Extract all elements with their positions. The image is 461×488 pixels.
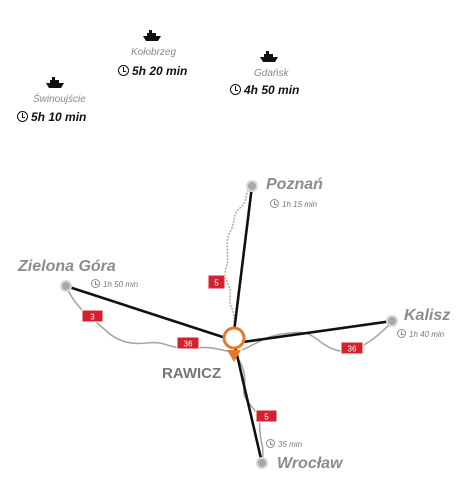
svg-text:5: 5 bbox=[264, 413, 269, 422]
port-name: Świnoujście bbox=[33, 94, 86, 105]
ship-icon bbox=[143, 30, 161, 41]
road-badge-wroclaw-5: 5 bbox=[255, 409, 278, 423]
road-badge-zielona-gora-36: 36 bbox=[176, 336, 200, 350]
travel-time-zielona-gora: 1h 50 min bbox=[91, 279, 138, 289]
clock-icon bbox=[266, 439, 275, 448]
road-poznan bbox=[224, 186, 251, 323]
city-label-zielona-gora: Zielona Góra bbox=[18, 258, 116, 275]
clock-icon bbox=[17, 111, 28, 122]
travel-time-kalisz: 1h 40 min bbox=[397, 329, 444, 339]
city-label-poznan: Poznań bbox=[266, 176, 323, 193]
clock-icon bbox=[397, 329, 406, 338]
route-line-zielona-gora bbox=[65, 284, 233, 342]
dot-kalisz bbox=[386, 315, 398, 327]
port-travel-time: 4h 50 min bbox=[230, 83, 299, 97]
clock-icon bbox=[230, 84, 241, 95]
travel-time-poznan: 1h 15 min bbox=[270, 199, 317, 209]
dot-wroclaw bbox=[256, 457, 268, 469]
port-name: Gdańsk bbox=[254, 68, 289, 79]
road-badge-kalisz-36: 36 bbox=[340, 341, 364, 355]
port-travel-time: 5h 10 min bbox=[17, 110, 86, 124]
route-line-poznan bbox=[231, 185, 254, 341]
travel-time-wroclaw: 35 min bbox=[266, 439, 302, 449]
svg-text:5: 5 bbox=[214, 279, 219, 288]
svg-text:36: 36 bbox=[184, 340, 193, 349]
svg-text:36: 36 bbox=[348, 345, 357, 354]
location-pin-icon bbox=[222, 326, 246, 362]
city-label-rawicz: RAWICZ bbox=[162, 365, 222, 382]
city-label-wroclaw: Wrocław bbox=[277, 455, 343, 472]
road-kalisz bbox=[241, 321, 393, 353]
route-line-wroclaw bbox=[232, 341, 264, 464]
clock-icon bbox=[118, 65, 129, 76]
svg-text:3: 3 bbox=[90, 313, 95, 322]
road-badge-zielona-gora-3: 3 bbox=[81, 309, 104, 323]
ship-icon bbox=[46, 77, 64, 88]
port-travel-time: 5h 20 min bbox=[118, 64, 187, 78]
clock-icon bbox=[270, 199, 279, 208]
ship-icon bbox=[260, 51, 278, 62]
road-badge-poznan: 5 bbox=[207, 274, 226, 290]
dot-poznan bbox=[246, 180, 258, 192]
clock-icon bbox=[91, 279, 100, 288]
city-label-kalisz: Kalisz bbox=[404, 307, 451, 324]
route-line-kalisz bbox=[235, 319, 393, 345]
port-name: Kołobrzeg bbox=[131, 47, 177, 58]
dot-zielona-gora bbox=[60, 280, 72, 292]
